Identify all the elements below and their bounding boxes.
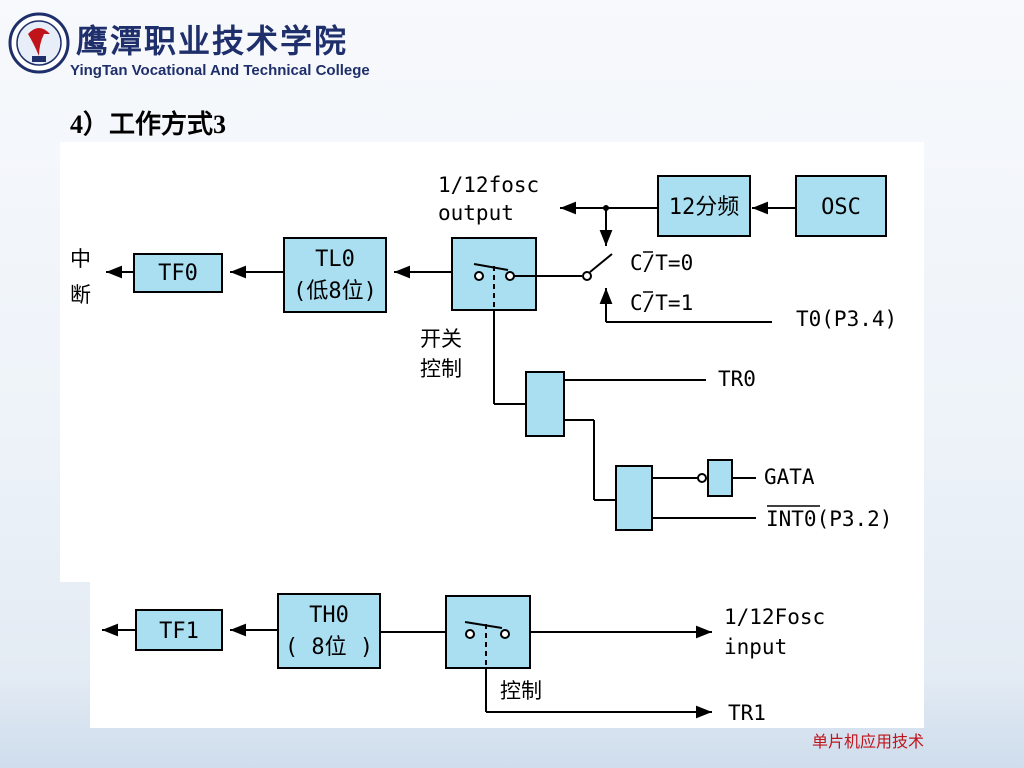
tl0-box [283, 237, 387, 313]
gata-label: GATA [764, 465, 815, 489]
tl0-label-2: (低8位) [293, 279, 377, 304]
fosc-input-label-2: input [724, 635, 787, 659]
fosc-output-label-2: output [438, 201, 514, 225]
fosc-output-label-1: 1/12fosc [438, 173, 539, 197]
tl0-label-1: TL0 [315, 247, 355, 272]
int0-label: INT0(P3.2) [766, 507, 892, 531]
slide-title: 4）工作方式3 [70, 110, 227, 139]
th0-box [277, 593, 381, 669]
tr0-label: TR0 [718, 367, 756, 391]
and-gate-1 [525, 371, 565, 437]
divider-box [657, 175, 751, 237]
ct-selector-switch [582, 253, 613, 281]
inverter-bubble [697, 473, 707, 483]
inverter-box [707, 459, 733, 497]
switch-control-label-2: 控制 [420, 357, 462, 381]
control-label: 控制 [500, 679, 542, 703]
college-emblem-icon [8, 12, 70, 74]
switch-symbol-lower [464, 621, 510, 668]
tf1-label: TF1 [159, 619, 199, 644]
interrupt-label-2: 断 [70, 283, 91, 307]
osc-box [795, 175, 887, 237]
tr1-label: TR1 [728, 701, 766, 725]
divider-label: 12分频 [669, 195, 740, 220]
college-name-en: YingTan Vocational And Technical College [70, 62, 370, 79]
th0-label-1: TH0 [309, 603, 349, 628]
interrupt-label-1: 中 [70, 247, 91, 271]
college-name-cn: 鹰潭职业技术学院 [76, 22, 349, 60]
t0-pin-label: T0(P3.4) [796, 307, 897, 331]
tf0-label: TF0 [158, 261, 198, 286]
osc-label: OSC [821, 195, 861, 220]
tf1-box [135, 609, 223, 651]
tf0-box [133, 253, 223, 293]
footer-course-name: 单片机应用技术 [812, 732, 925, 751]
or-gate-2 [615, 465, 653, 531]
switch-box-lower [445, 595, 531, 669]
fosc-input-label-1: 1/12Fosc [724, 605, 825, 629]
ct0-label: C/T=0 [630, 251, 693, 275]
college-logo: 鹰潭职业技术学院 YingTan Vocational And Technica… [8, 8, 370, 88]
th0-label-2: ( 8位 ) [285, 635, 373, 660]
switch-control-label-1: 开关 [420, 327, 462, 351]
switch-symbol-upper [473, 263, 515, 310]
ct1-label: C/T=1 [630, 291, 693, 315]
diagram-panel [60, 142, 924, 582]
switch-box-upper [451, 237, 537, 311]
